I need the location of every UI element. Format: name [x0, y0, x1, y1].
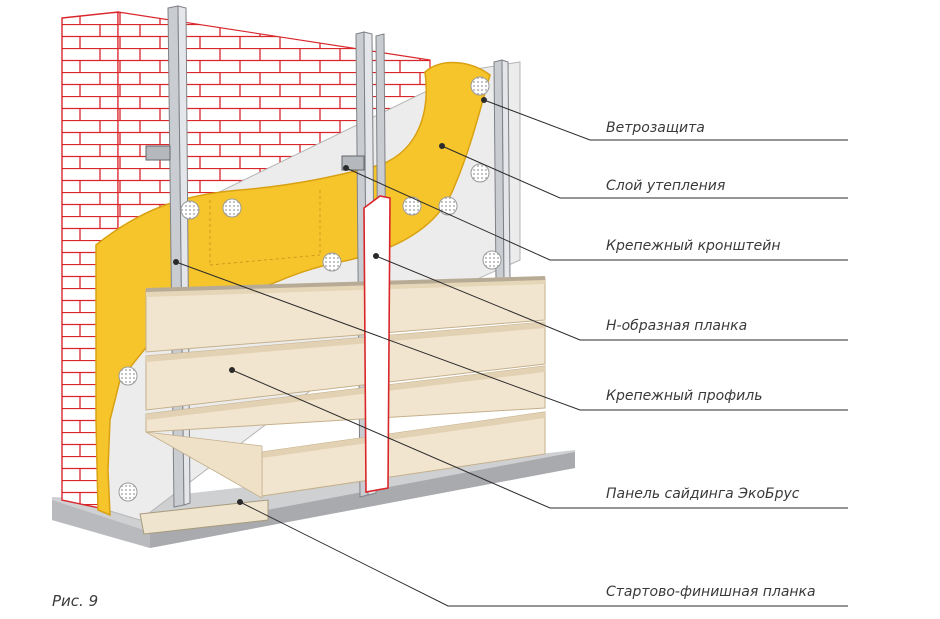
siding-panels	[145, 276, 546, 499]
figure-label: Рис. 9	[52, 592, 98, 610]
h-shaped-strip	[363, 195, 391, 493]
callout-panel: Панель сайдинга ЭкоБрус	[606, 486, 800, 502]
leader-lines	[173, 97, 848, 607]
callout-insulation: Слой утепления	[606, 178, 725, 194]
foundation-right	[150, 452, 575, 548]
callout-windproof: Ветрозащита	[606, 120, 705, 136]
callout-profile: Крепежный профиль	[606, 388, 762, 404]
starter-finish-strip	[139, 499, 269, 535]
insulation-dowels	[118, 76, 502, 502]
callout-h-strip: Н-образная планка	[606, 318, 747, 334]
foundation-front	[52, 500, 150, 548]
callout-bracket: Крепежный кронштейн	[606, 238, 780, 254]
callout-start-strip: Стартово-финишная планка	[606, 584, 816, 600]
insulation-seam	[209, 190, 321, 266]
